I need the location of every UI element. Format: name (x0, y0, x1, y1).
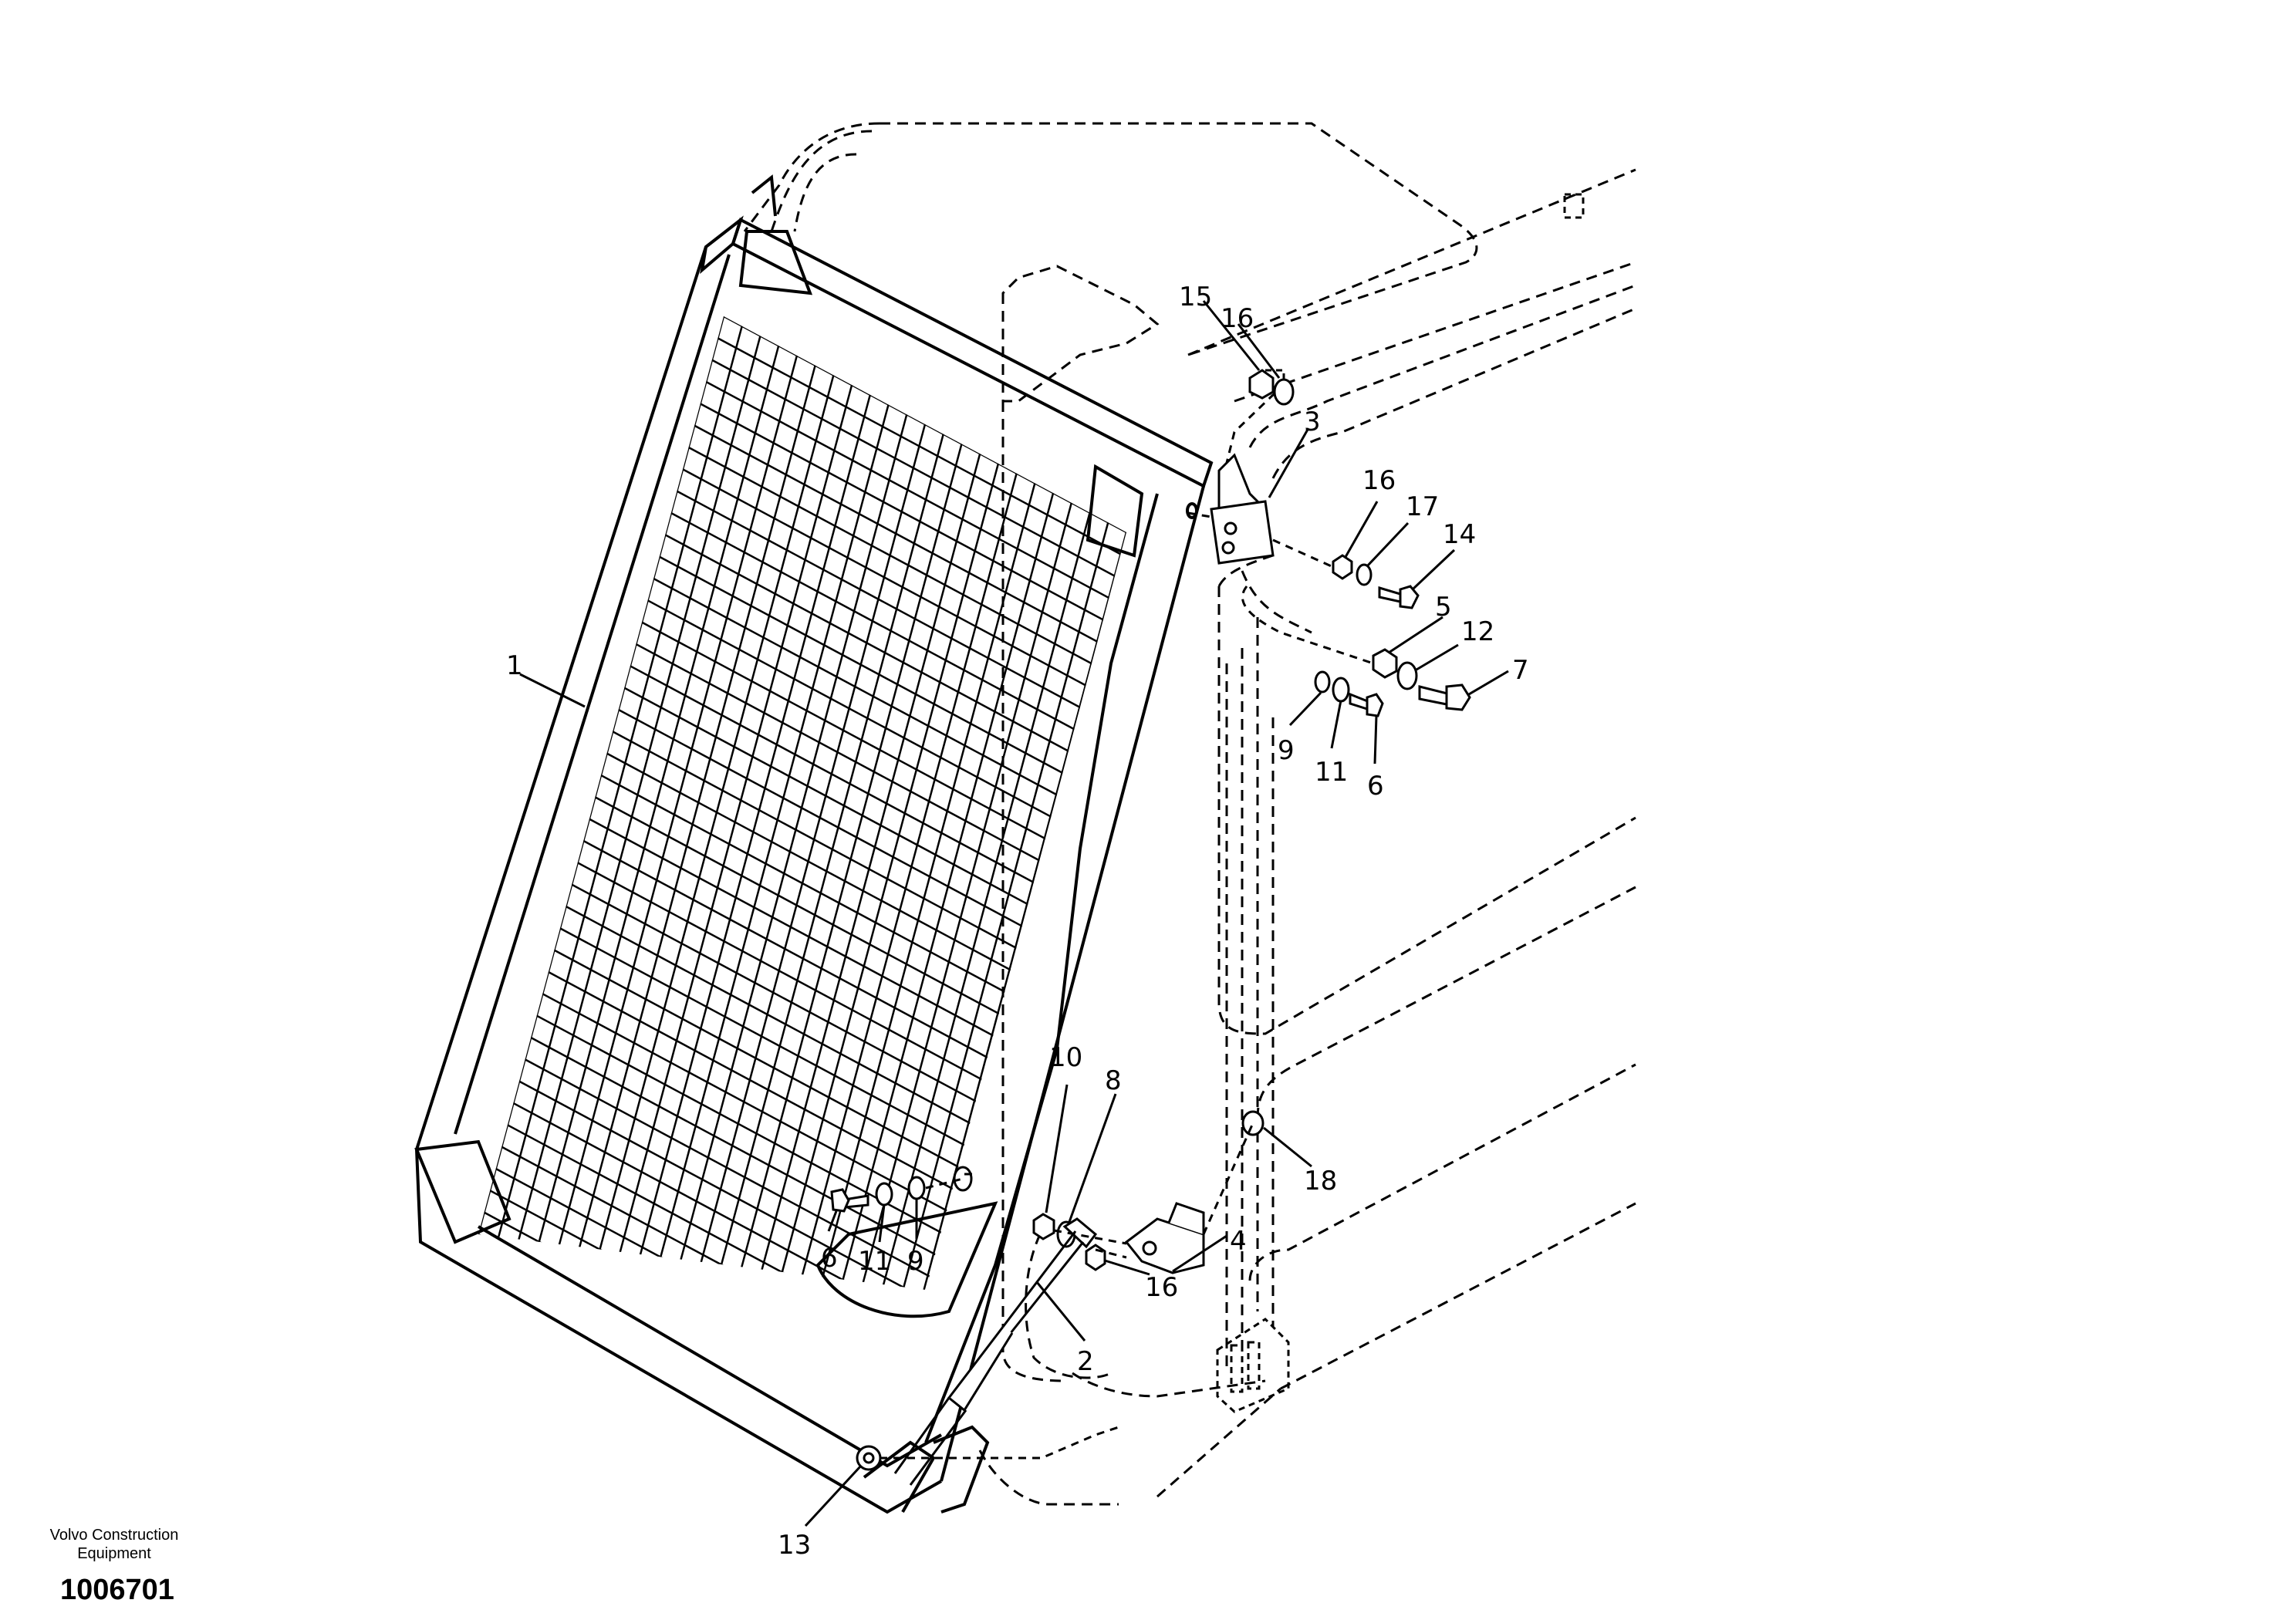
callout-15: 15 (1179, 282, 1212, 312)
callout-5: 5 (1435, 592, 1452, 623)
callout-17: 17 (1406, 491, 1439, 522)
callout-13: 13 (778, 1530, 811, 1561)
callout-9-right: 9 (1278, 735, 1295, 766)
assembly-lines (880, 392, 1374, 1460)
callout-6-right: 6 (1367, 771, 1384, 802)
callout-10: 10 (1049, 1042, 1082, 1073)
callout-11-left: 11 (858, 1246, 891, 1277)
callout-12: 12 (1461, 616, 1494, 647)
callout-3: 3 (1304, 407, 1321, 437)
document-number: 1006701 (60, 1574, 174, 1606)
grille-frame (414, 174, 1214, 1514)
machine-housing-outline (743, 122, 1636, 1506)
callout-4: 4 (1230, 1226, 1247, 1257)
callout-11-right: 11 (1315, 757, 1348, 788)
leader-lines (519, 300, 1509, 1527)
callout-16-mid: 16 (1362, 465, 1396, 496)
callout-2: 2 (1077, 1346, 1094, 1377)
callout-14: 14 (1443, 519, 1476, 550)
callout-18: 18 (1304, 1166, 1337, 1196)
callout-16-top: 16 (1221, 303, 1254, 334)
callout-9-left: 9 (907, 1246, 924, 1277)
company-name-line2: Equipment (77, 1545, 151, 1562)
callout-16-low: 16 (1145, 1272, 1178, 1303)
footer-caption: Volvo Construction Equipment 1006701 (22, 1526, 207, 1607)
grille-mesh (478, 316, 1126, 1290)
callout-labels: 1 2 3 4 5 6 6 7 8 9 9 10 11 11 12 13 14 … (506, 282, 1529, 1561)
callout-8: 8 (1105, 1065, 1122, 1096)
callout-7: 7 (1512, 655, 1529, 686)
housing-tab-outlines (1216, 193, 1585, 1413)
hardware-parts (830, 369, 1471, 1486)
company-name-line1: Volvo Construction (49, 1527, 179, 1544)
callout-6-left: 6 (821, 1243, 838, 1274)
callout-1: 1 (506, 650, 523, 681)
